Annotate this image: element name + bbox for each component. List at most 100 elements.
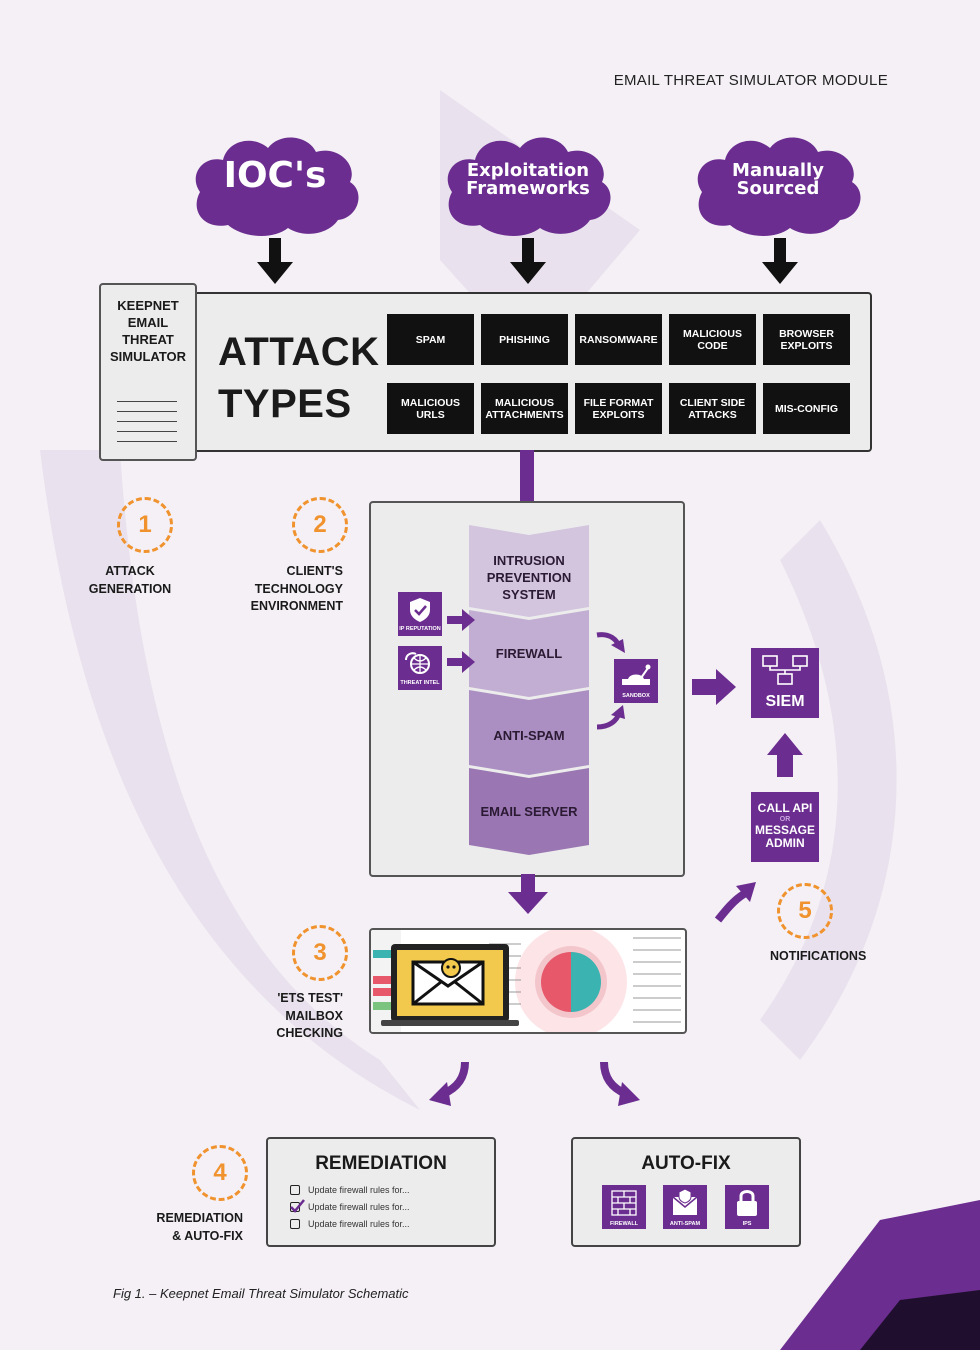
source-manual-line1: Manually xyxy=(732,160,824,181)
step-1-label-line: ATTACK xyxy=(105,564,155,578)
autofix-firewall-label: FIREWALL xyxy=(609,1221,639,1227)
arrow-down-icon xyxy=(510,238,546,284)
step-1-label: ATTACK GENERATION xyxy=(80,563,180,598)
remediation-item-text: Update firewall rules for... xyxy=(308,1202,410,1212)
ets-mailbox-screenshot xyxy=(369,928,687,1034)
step-4-label: REMEDIATION & AUTO-FIX xyxy=(140,1210,243,1245)
step-1-circle: 1 xyxy=(117,497,173,553)
remediation-item[interactable]: Update firewall rules for... xyxy=(290,1185,410,1195)
curved-arrow-icon xyxy=(429,1061,469,1106)
layer-firewall: FIREWALL xyxy=(495,645,563,661)
step-2-label-line: CLIENT'S xyxy=(286,564,343,578)
autofix-ips-label: IPS xyxy=(742,1221,752,1227)
attack-type-phishing: PHISHING xyxy=(481,314,568,365)
arrow-right-icon xyxy=(447,651,475,673)
arrow-right-icon xyxy=(447,609,475,631)
module-title: EMAIL THREAT SIMULATOR MODULE xyxy=(613,72,888,89)
envelope-shield-icon xyxy=(672,1188,698,1215)
autofix-ips: IPS xyxy=(725,1185,769,1229)
connector-line xyxy=(520,450,534,502)
step-5-label: NOTIFICATIONS xyxy=(770,949,867,963)
curved-arrow-icon xyxy=(714,882,756,923)
notify-box: CALL API OR MESSAGE ADMIN xyxy=(751,792,819,862)
step-4-circle: 4 xyxy=(192,1145,248,1201)
attack-type-client-side-attacks: CLIENT SIDE ATTACKS xyxy=(669,383,756,434)
document-line xyxy=(117,421,177,422)
curved-arrow-icon xyxy=(596,632,625,653)
attack-type-ransomware: RANSOMWARE xyxy=(575,314,662,365)
autofix-panel: AUTO-FIX FIREWALL ANTI-SPAM IPS xyxy=(571,1137,801,1247)
security-layers-stack xyxy=(469,525,589,855)
arrow-up-icon xyxy=(767,733,803,777)
source-frameworks-line1: Exploitation xyxy=(466,160,590,181)
sandbox-icon xyxy=(622,664,651,685)
checkbox-checked[interactable] xyxy=(290,1199,305,1213)
attack-type-spam: SPAM xyxy=(387,314,474,365)
remediation-item[interactable]: Update firewall rules for... xyxy=(290,1199,410,1213)
autofix-title: AUTO-FIX xyxy=(641,1153,731,1174)
remediation-title: REMEDIATION xyxy=(315,1153,447,1174)
source-frameworks-line2: Frameworks xyxy=(466,178,590,199)
step-2-label-line: ENVIRONMENT xyxy=(250,599,343,613)
siem-box: SIEM xyxy=(751,648,819,718)
lock-icon xyxy=(737,1190,757,1216)
document-line xyxy=(117,411,177,412)
checkbox-unchecked[interactable] xyxy=(290,1185,300,1195)
notify-or: OR xyxy=(779,816,791,823)
ip-reputation-label: IP REPUTATION xyxy=(399,626,441,632)
notify-line1: CALL API xyxy=(757,801,813,815)
figure-caption: Fig 1. – Keepnet Email Threat Simulator … xyxy=(113,1286,409,1301)
arrow-right-icon xyxy=(692,669,736,705)
ip-reputation-box: IP REPUTATION xyxy=(398,592,442,636)
step-3-label: 'ETS TEST' MAILBOX CHECKING xyxy=(240,990,343,1043)
step-3-circle: 3 xyxy=(292,925,348,981)
cloud-shape-frameworks xyxy=(447,137,611,236)
arrow-down-icon xyxy=(762,238,798,284)
layer-email-server: EMAIL SERVER xyxy=(480,803,578,819)
step-4-label-line: & AUTO-FIX xyxy=(172,1228,243,1243)
mailbox-visualization xyxy=(371,930,681,1032)
attack-types-title: ATTACK TYPES xyxy=(218,326,379,430)
attack-title-line2: TYPES xyxy=(218,382,352,426)
keepnet-simulator-document: KEEPNET EMAIL THREAT SIMULATOR xyxy=(99,283,197,461)
step-2-label-line: TECHNOLOGY xyxy=(254,581,343,596)
sandbox-box: SANDBOX xyxy=(614,659,658,703)
simulator-title-line: EMAIL xyxy=(127,315,169,330)
attack-type-browser-exploits: BROWSER EXPLOITS xyxy=(763,314,850,365)
simulator-title-line: KEEPNET xyxy=(117,298,179,313)
remediation-item[interactable]: Update firewall rules for... xyxy=(290,1219,410,1229)
notify-line2: MESSAGE xyxy=(754,823,815,837)
simulator-title-line: SIMULATOR xyxy=(109,349,187,364)
step-3-label-line: CHECKING xyxy=(276,1026,343,1040)
step-3-label-line: MAILBOX xyxy=(285,1008,343,1023)
checkbox-unchecked[interactable] xyxy=(290,1219,300,1229)
remediation-item-text: Update firewall rules for... xyxy=(308,1185,410,1195)
step-5-circle: 5 xyxy=(777,883,833,939)
network-icon xyxy=(762,655,808,685)
simulator-title: KEEPNET EMAIL THREAT SIMULATOR xyxy=(101,297,195,365)
curved-arrow-icon xyxy=(600,1061,640,1106)
step-2-label: CLIENT'S TECHNOLOGY ENVIRONMENT xyxy=(240,563,343,616)
attack-type-malicious-urls: MALICIOUS URLS xyxy=(387,383,474,434)
layer-anti-spam: ANTI-SPAM xyxy=(493,727,565,743)
arrow-down-icon xyxy=(508,874,548,914)
client-environment-panel: INTRUSION PREVENTION SYSTEM FIREWALL ANT… xyxy=(369,501,685,877)
step-1-label-line: GENERATION xyxy=(88,581,172,596)
arrow-down-icon xyxy=(257,238,293,284)
shield-check-icon xyxy=(410,598,430,622)
attack-types-panel: ATTACK TYPES SPAM PHISHING RANSOMWARE MA… xyxy=(190,292,872,452)
siem-label: SIEM xyxy=(765,693,805,710)
simulator-title-line: THREAT xyxy=(122,332,174,347)
checkmark-icon xyxy=(290,1199,305,1213)
cloud-shape-ioc xyxy=(195,137,359,236)
layer-ips: INTRUSION PREVENTION SYSTEM xyxy=(486,552,572,602)
source-frameworks: Exploitation Frameworks xyxy=(452,162,604,198)
autofix-firewall: FIREWALL xyxy=(602,1185,646,1229)
attack-type-mis-config: MIS-CONFIG xyxy=(763,383,850,434)
step-3-label-line: 'ETS TEST' xyxy=(277,991,343,1005)
brick-wall-icon xyxy=(611,1190,637,1216)
sandbox-label: SANDBOX xyxy=(622,693,650,699)
autofix-anti-spam: ANTI-SPAM xyxy=(663,1185,707,1229)
attack-title-line1: ATTACK xyxy=(218,330,380,374)
cloud-shape-manual xyxy=(697,137,861,236)
